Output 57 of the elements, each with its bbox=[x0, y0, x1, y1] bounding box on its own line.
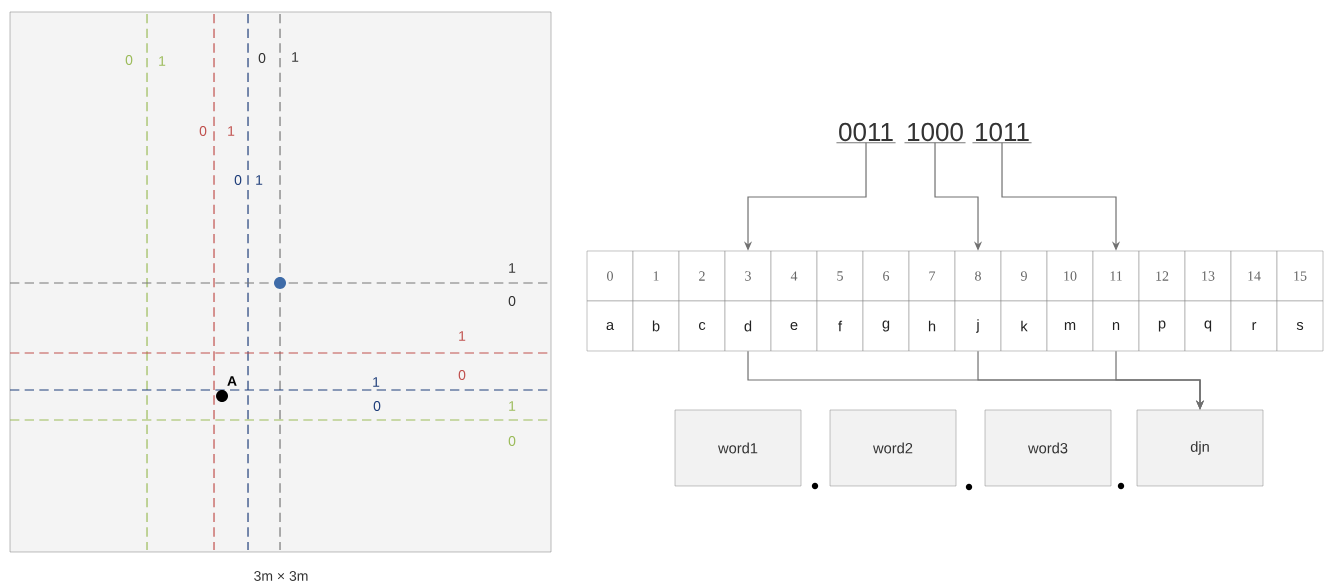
word-box: word1 bbox=[674, 409, 802, 487]
table-cell: 4 bbox=[770, 250, 818, 302]
word-box: word3 bbox=[984, 409, 1112, 487]
table-cell: p bbox=[1138, 300, 1186, 352]
table-cell: j bbox=[954, 300, 1002, 352]
table-cell: r bbox=[1230, 300, 1278, 352]
point-label: A bbox=[227, 376, 237, 386]
table-cell: a bbox=[586, 300, 634, 352]
bit-label: 0 bbox=[508, 296, 516, 306]
bit-group: 1011 bbox=[971, 122, 1033, 144]
bit-label: 1 bbox=[509, 263, 516, 273]
table-cell: 3 bbox=[724, 250, 772, 302]
bit-label: 1 bbox=[256, 175, 263, 185]
word-box: word2 bbox=[829, 409, 957, 487]
table-cell: 7 bbox=[908, 250, 956, 302]
bit-group: 1000 bbox=[903, 122, 967, 144]
table-cell: q bbox=[1184, 300, 1232, 352]
table-cell: 14 bbox=[1230, 250, 1278, 302]
table-cell: n bbox=[1092, 300, 1140, 352]
table-cell: 0 bbox=[586, 250, 634, 302]
bit-label: 0 bbox=[234, 175, 242, 185]
table-cell: k bbox=[1000, 300, 1048, 352]
bit-label: 1 bbox=[459, 331, 466, 341]
table-cell: f bbox=[816, 300, 864, 352]
bit-label: 0 bbox=[125, 55, 133, 65]
table-cell: d bbox=[724, 300, 772, 352]
table-cell: 8 bbox=[954, 250, 1002, 302]
table-cell: s bbox=[1276, 300, 1324, 352]
table-cell: 11 bbox=[1092, 250, 1140, 302]
bit-label: 0 bbox=[373, 401, 381, 411]
table-cell: c bbox=[678, 300, 726, 352]
table-cell: 5 bbox=[816, 250, 864, 302]
bit-label: 1 bbox=[292, 52, 299, 62]
bit-label: 0 bbox=[199, 126, 207, 136]
table-cell: 12 bbox=[1138, 250, 1186, 302]
table-cell: 6 bbox=[862, 250, 910, 302]
bit-label: 1 bbox=[159, 56, 166, 66]
table-cell: g bbox=[862, 300, 910, 352]
table-cell: m bbox=[1046, 300, 1094, 352]
table-cell: 10 bbox=[1046, 250, 1094, 302]
bit-label: 0 bbox=[258, 53, 266, 63]
table-cell: 9 bbox=[1000, 250, 1048, 302]
table-cell: h bbox=[908, 300, 956, 352]
bit-label: 0 bbox=[508, 436, 516, 446]
bit-label: 1 bbox=[228, 126, 235, 136]
bit-label: 1 bbox=[509, 401, 516, 411]
table-cell: b bbox=[632, 300, 680, 352]
bit-label: 0 bbox=[458, 370, 466, 380]
table-cell: 2 bbox=[678, 250, 726, 302]
table-cell: 1 bbox=[632, 250, 680, 302]
bit-group: 0011 bbox=[835, 122, 897, 144]
table-cell: e bbox=[770, 300, 818, 352]
word-box: djn bbox=[1136, 409, 1264, 487]
bit-label: 1 bbox=[373, 377, 380, 387]
table-cell: 15 bbox=[1276, 250, 1324, 302]
caption: 3m × 3m bbox=[254, 571, 308, 581]
table-cell: 13 bbox=[1184, 250, 1232, 302]
